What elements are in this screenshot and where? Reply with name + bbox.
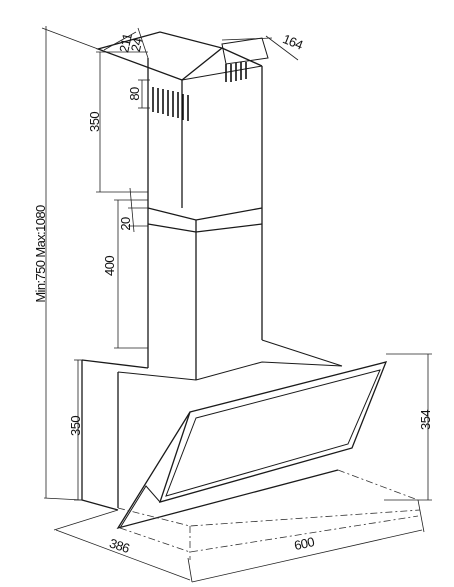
dim-overlap: 20 — [118, 187, 148, 233]
upper-chimney-height-label: 350 — [87, 112, 102, 132]
dim-vent-height: 80 — [127, 79, 150, 109]
lower-chimney — [147, 207, 263, 380]
dim-bracket-width: 164 — [221, 31, 305, 61]
chimney-depth-label: 211 — [116, 32, 135, 54]
vent-height-label: 80 — [127, 87, 142, 101]
wall-bracket — [221, 37, 269, 65]
lower-chimney-height-label: 400 — [102, 256, 117, 276]
canopy-height-label: 350 — [68, 416, 83, 436]
canopy — [81, 339, 343, 511]
base-centre-lines — [117, 469, 421, 560]
total-height-label: Min:750 Max:1080 — [33, 205, 48, 303]
overlap-label: 20 — [118, 217, 133, 231]
dim-glass-height: 354 — [384, 353, 433, 501]
vent-slots — [152, 62, 247, 121]
bracket-width-label: 164 — [281, 31, 305, 52]
dim-canopy-height: 350 — [68, 359, 83, 501]
glass-panel — [116, 361, 388, 530]
upper-chimney — [95, 31, 263, 208]
dim-lower-chimney-height: 400 — [102, 199, 148, 349]
dim-width: 600 — [191, 499, 425, 583]
dim-upper-chimney-height: 350 — [87, 51, 148, 193]
depth-label: 386 — [108, 536, 132, 557]
width-label: 600 — [293, 534, 316, 553]
dim-total-height: Min:750 Max:1080 — [33, 26, 99, 501]
dim-depth: 386 — [53, 509, 193, 583]
dim-chimney-top: 211 24 — [103, 27, 149, 59]
chimney-top-offset-label: 24 — [128, 37, 146, 53]
glass-height-label: 354 — [418, 410, 433, 430]
